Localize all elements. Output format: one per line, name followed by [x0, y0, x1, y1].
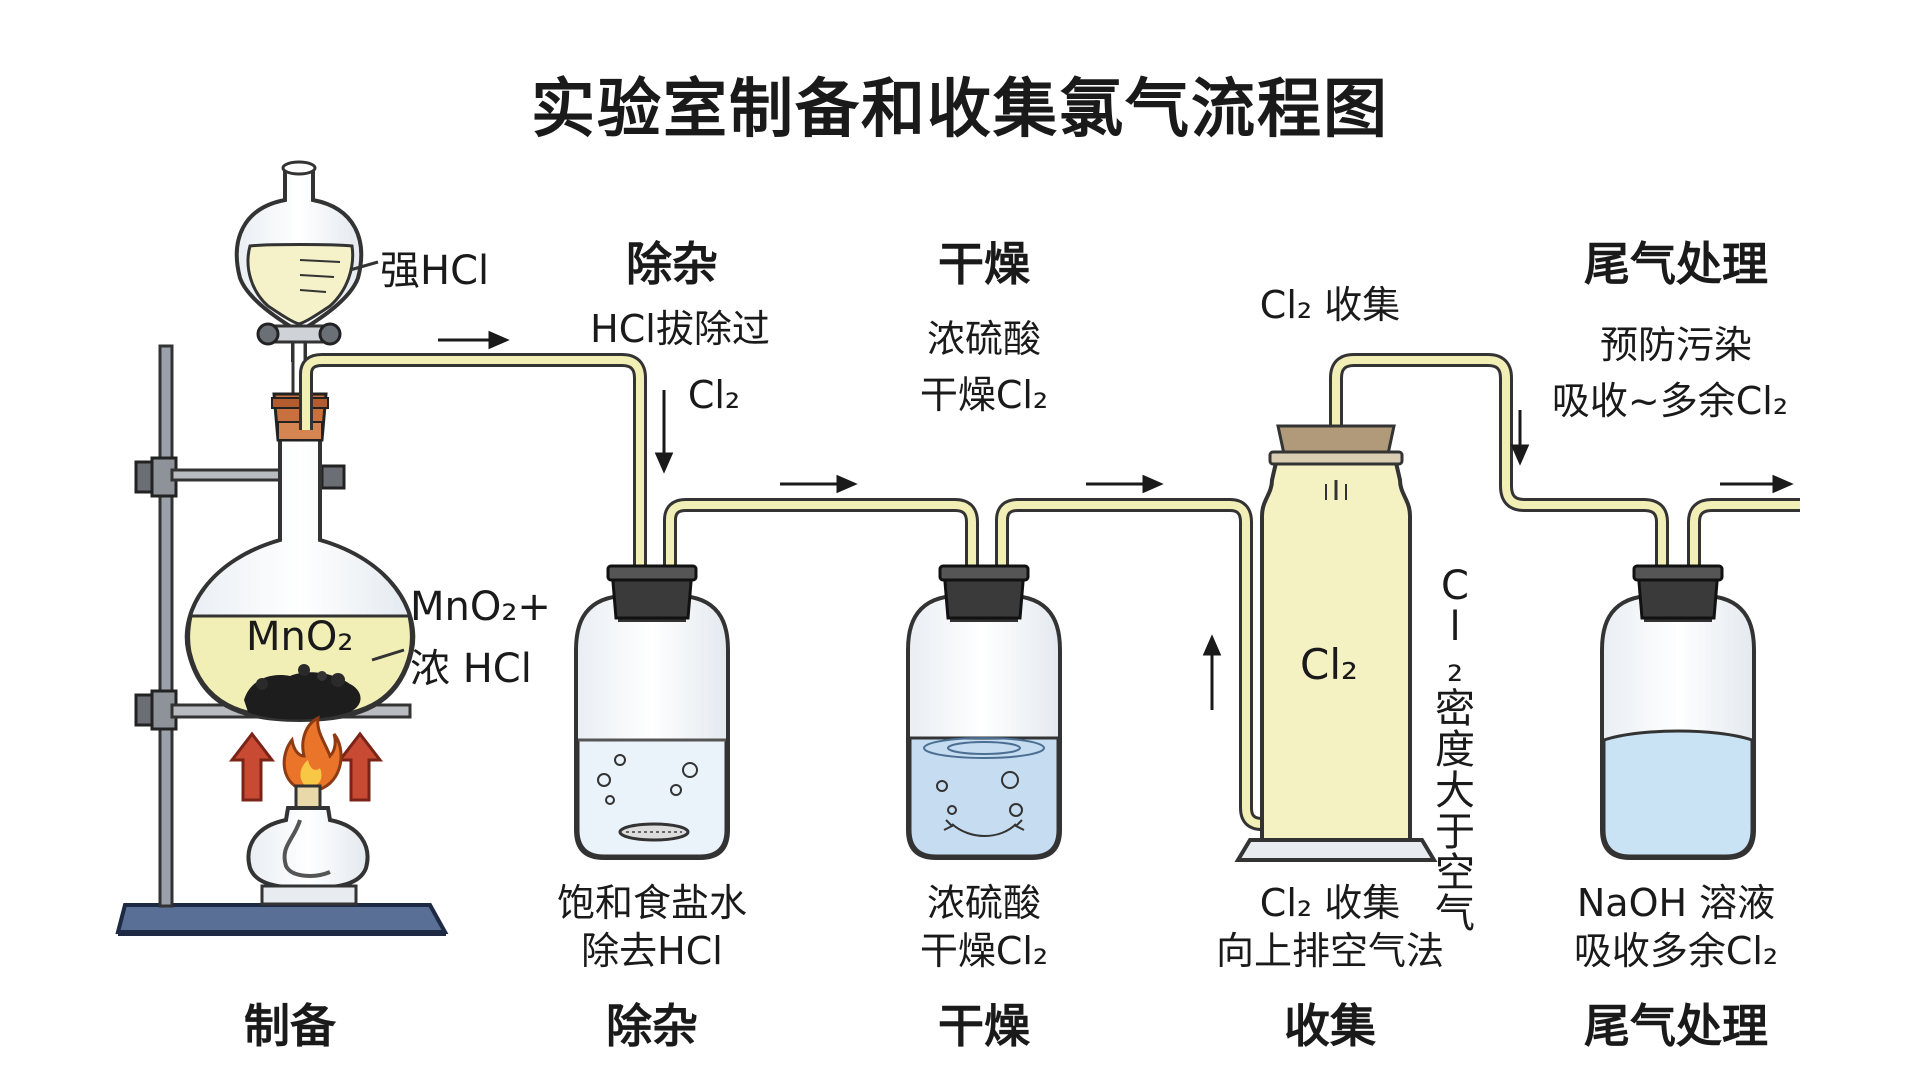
- purify-note-line2: Cl₂: [687, 373, 741, 417]
- header-tail: 尾气处理: [1584, 237, 1768, 291]
- reagent-label-line2: 浓 HCl: [410, 646, 532, 692]
- header-purify: 除杂: [626, 237, 718, 291]
- flask-leader-line: [371, 648, 405, 662]
- dry-bottom-line2: 干燥Cl₂: [919, 929, 1049, 973]
- footer-prep: 制备: [244, 999, 336, 1053]
- mno2-solid: [244, 672, 361, 720]
- naoh-bottle: [1600, 564, 1756, 860]
- page-title: 实验室制备和收集氯气流程图: [531, 73, 1389, 147]
- collect-bottom-line2: 向上排空气法: [1215, 929, 1444, 973]
- footer-dry: 干燥: [938, 999, 1030, 1053]
- tail-bottom-line2: 吸收多余Cl₂: [1573, 929, 1779, 973]
- purify-bottom-line1: 饱和食盐水: [556, 881, 747, 925]
- dry-bottom-line1: 浓硫酸: [926, 881, 1041, 925]
- header-dry: 干燥: [938, 237, 1030, 291]
- dry-note-line1: 浓硫酸: [926, 317, 1041, 361]
- dry-note-line2: 干燥Cl₂: [919, 373, 1049, 417]
- sulfuric-acid-bottle: [906, 564, 1062, 860]
- stand-rod: [158, 344, 174, 908]
- heat-arrow-right: [336, 731, 384, 802]
- heat-arrow-left: [228, 731, 276, 802]
- header-collect: Cl₂ 收集: [1259, 283, 1401, 327]
- flow-arrows: [438, 330, 1794, 710]
- footer-collect: 收集: [1284, 999, 1376, 1053]
- tail-bottom-line1: NaOH 溶液: [1576, 881, 1776, 925]
- funnel-leader-line: [349, 260, 379, 272]
- collect-bottom-line1: Cl₂ 收集: [1259, 881, 1401, 925]
- stand-base: [115, 903, 449, 934]
- salt-water-bottle: [574, 564, 730, 860]
- preparation-apparatus: [115, 160, 449, 936]
- purify-note-line1: HCl拔除过: [590, 307, 770, 351]
- funnel-label: 强HCl: [380, 248, 490, 294]
- footer-purify: 除杂: [606, 999, 698, 1053]
- gas-collection-jar: [1234, 424, 1438, 862]
- purify-bottom-line2: 除去HCl: [581, 929, 723, 973]
- jar-gas-label: Cl₂: [1300, 640, 1358, 689]
- flask-content-label: MnO₂: [246, 614, 354, 660]
- flame-icon: [282, 715, 343, 792]
- footer-tail: 尾气处理: [1584, 999, 1768, 1053]
- tail-note-line2: 吸收~多余Cl₂: [1551, 379, 1789, 423]
- reagent-label-line1: MnO₂+: [410, 584, 551, 630]
- tail-note-line1: 预防污染: [1599, 323, 1752, 367]
